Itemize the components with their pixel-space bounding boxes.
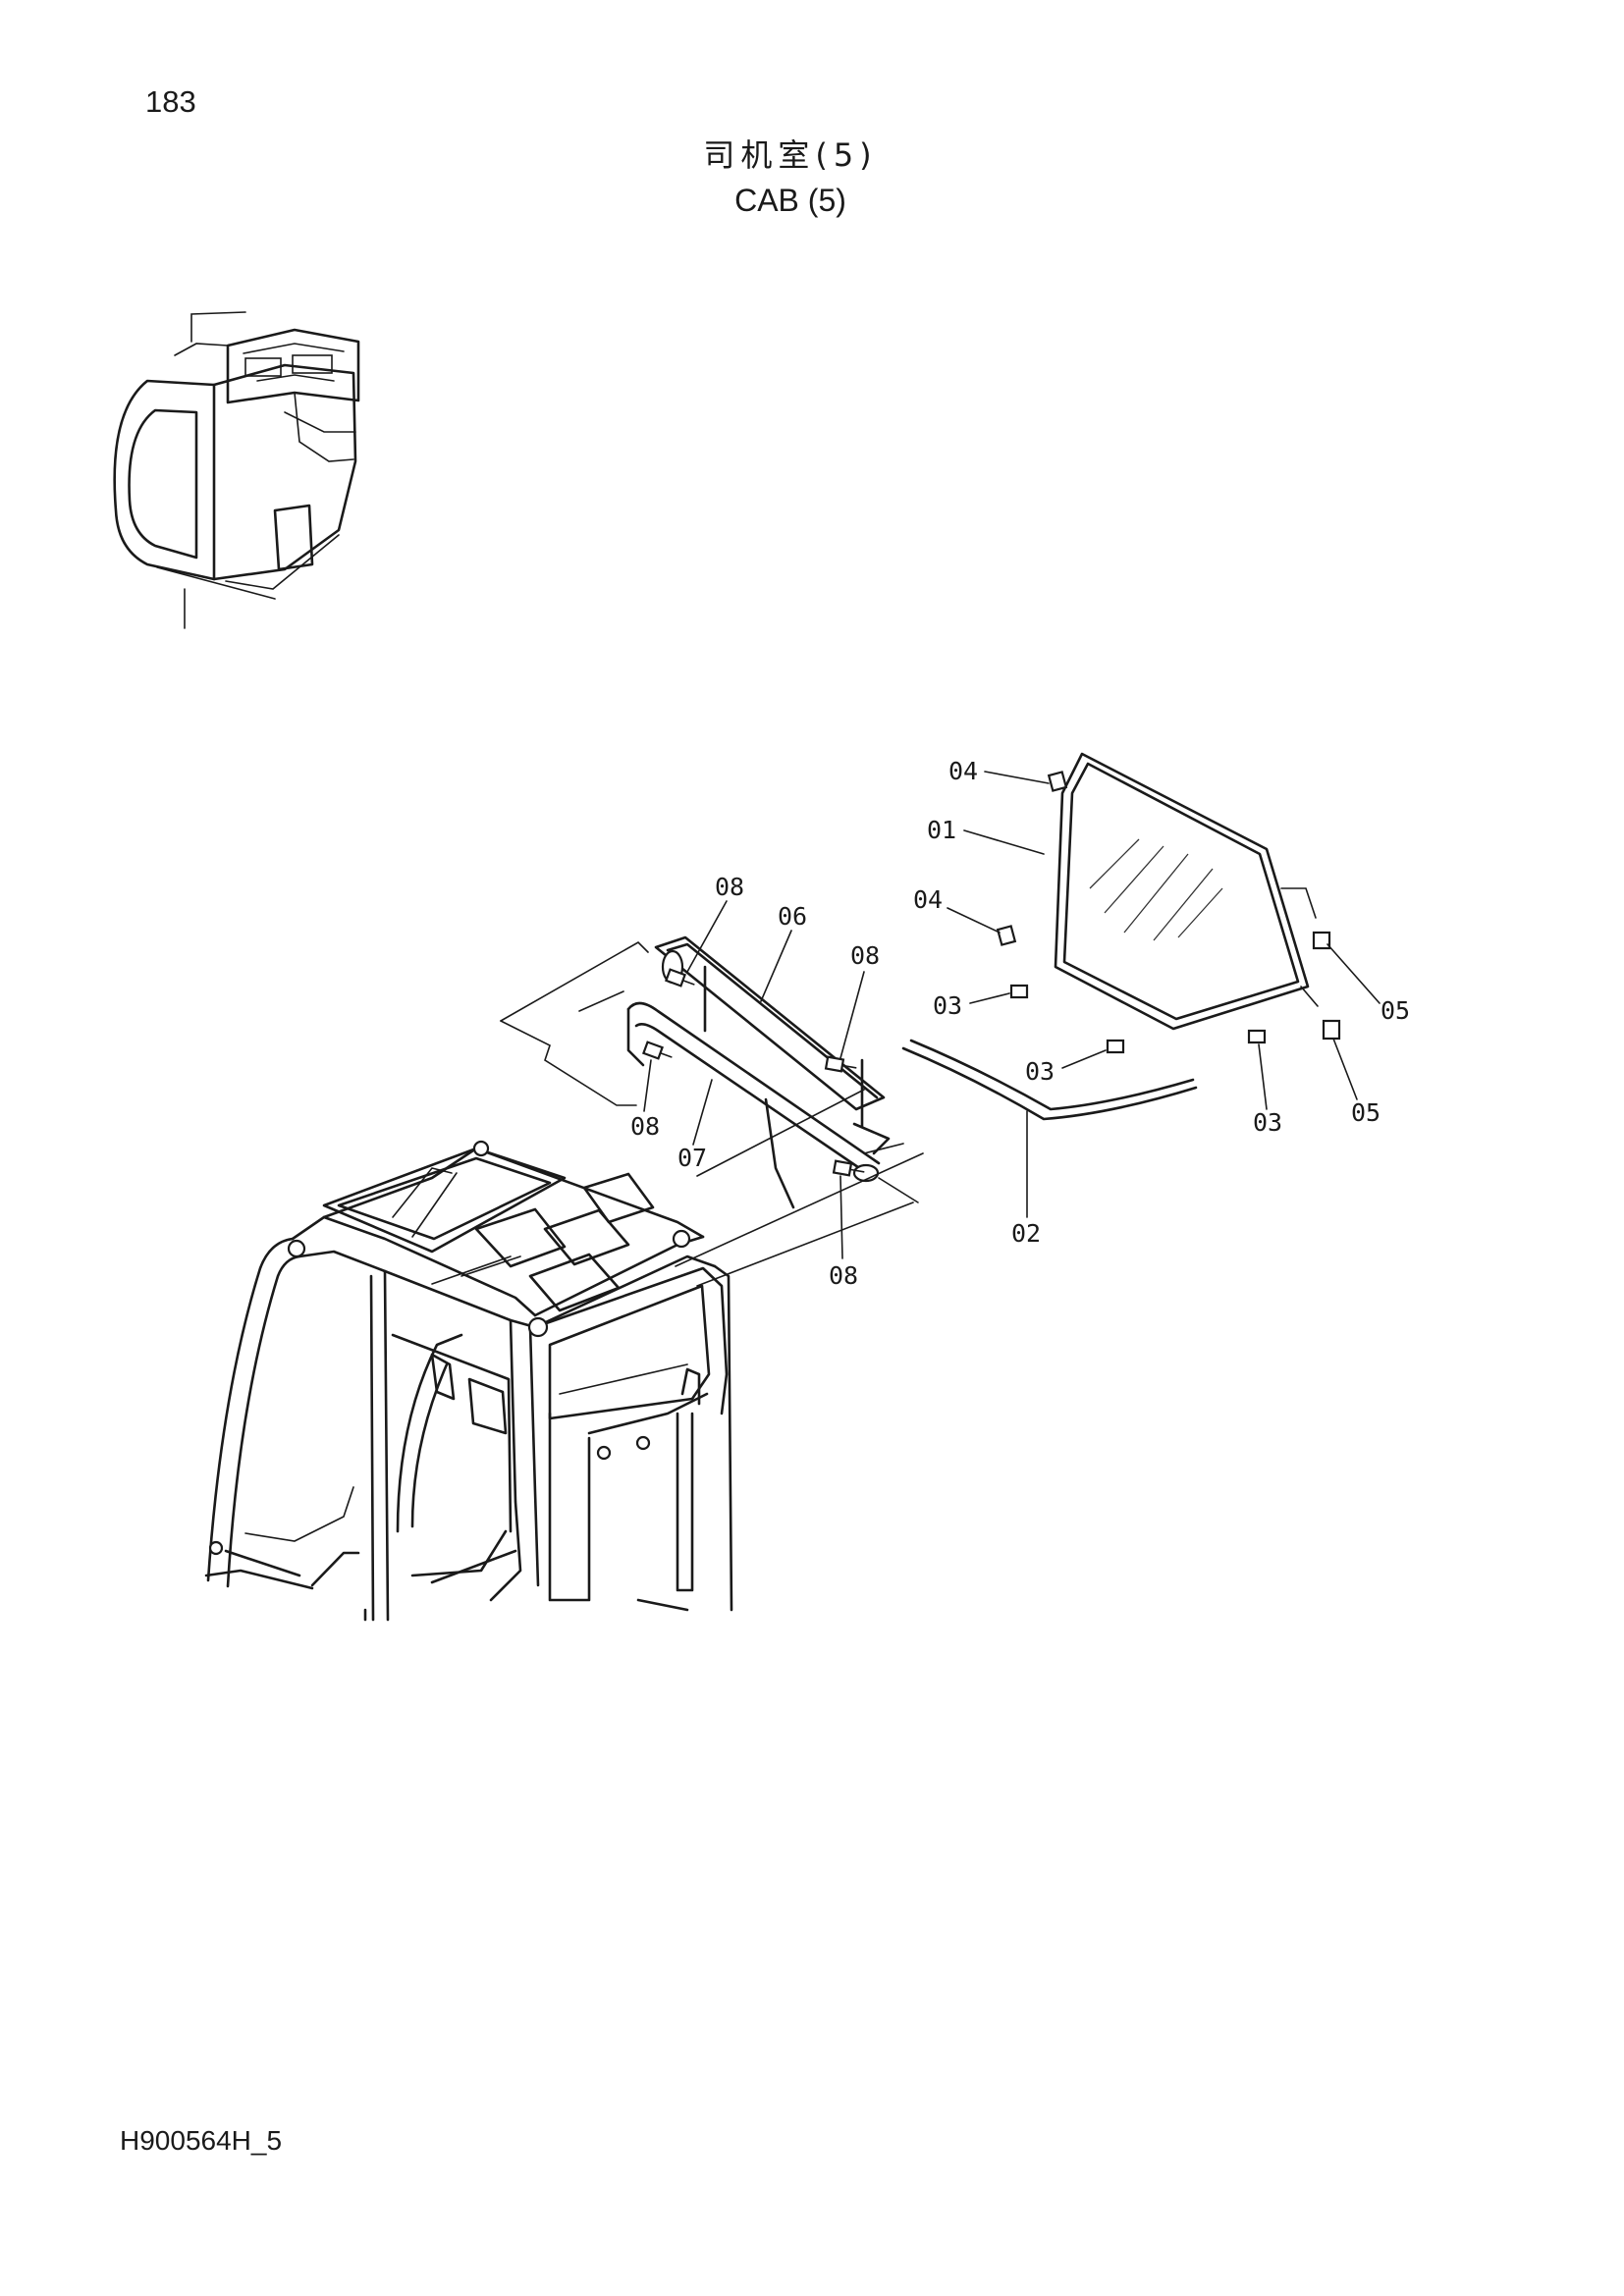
- lower-rail: [626, 1001, 881, 1209]
- svg-text:01: 01: [927, 816, 956, 844]
- callout-02: 02: [1011, 1110, 1041, 1248]
- callout-08-right: 08: [839, 941, 880, 1059]
- page-number: 183: [145, 84, 196, 119]
- title-english: CAB (5): [734, 183, 846, 218]
- svg-text:06: 06: [778, 902, 807, 931]
- seal-strip: [901, 1039, 1198, 1121]
- svg-text:04: 04: [948, 757, 978, 785]
- callout-03-right: 03: [1253, 1043, 1282, 1137]
- clip-parts: [996, 771, 1341, 1054]
- svg-text:08: 08: [850, 941, 880, 970]
- svg-text:03: 03: [1253, 1108, 1282, 1137]
- svg-text:05: 05: [1351, 1098, 1380, 1127]
- callout-05-bottom: 05: [1332, 1038, 1380, 1127]
- title-chinese: 司机室(5): [703, 136, 878, 174]
- projection-lines: [500, 941, 924, 1287]
- bolts: [642, 968, 865, 1177]
- svg-text:05: 05: [1380, 996, 1410, 1025]
- callout-08-left: 08: [630, 1059, 660, 1141]
- title-block: 司机室(5) CAB (5): [152, 133, 1429, 224]
- callout-01: 01: [927, 816, 1045, 855]
- svg-text:03: 03: [1025, 1057, 1055, 1086]
- callout-03-left: 03: [933, 991, 1010, 1020]
- svg-text:02: 02: [1011, 1219, 1041, 1248]
- callout-04-top: 04: [948, 757, 1050, 785]
- svg-text:04: 04: [913, 885, 943, 914]
- svg-text:08: 08: [630, 1112, 660, 1141]
- callout-08-top: 08: [686, 873, 744, 973]
- svg-text:07: 07: [677, 1144, 707, 1172]
- cab-frame: [204, 1140, 733, 1622]
- document-code: H900564H_5: [120, 2125, 283, 2156]
- callouts: 04 01 04 03 03 03 05 05: [630, 757, 1410, 1290]
- callout-05-top: 05: [1326, 943, 1410, 1025]
- callout-08-bottom: 08: [829, 1175, 858, 1290]
- callout-07: 07: [677, 1079, 713, 1172]
- cab-overview-thumbnail: [113, 311, 360, 629]
- upper-rail: [654, 935, 891, 1155]
- svg-text:08: 08: [715, 873, 744, 901]
- windshield-glass: [1054, 752, 1319, 1031]
- callout-03-mid: 03: [1025, 1049, 1107, 1086]
- callout-04-mid: 04: [913, 885, 1001, 934]
- callout-06: 06: [760, 902, 807, 1002]
- svg-text:08: 08: [829, 1261, 858, 1290]
- svg-text:03: 03: [933, 991, 962, 1020]
